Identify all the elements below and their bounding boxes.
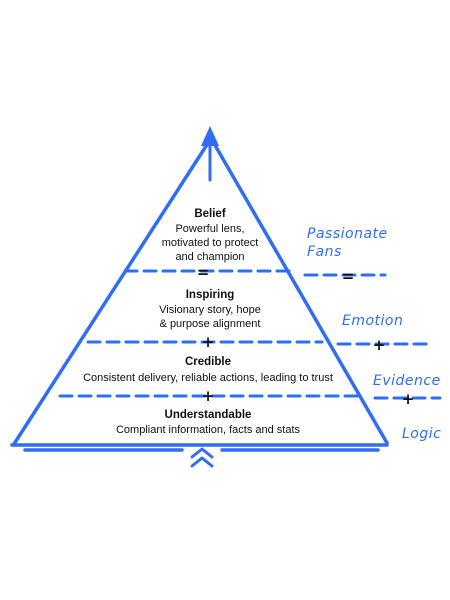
tier-belief: Belief Powerful lens, motivated to prote…: [162, 208, 259, 263]
tier-title: Credible: [185, 356, 231, 368]
side-label-evidence: Evidence: [373, 373, 441, 389]
plus-symbol-center-upper: +: [202, 333, 215, 351]
top-arrow-icon: [201, 126, 219, 182]
side-label-logic: Logic: [402, 426, 441, 442]
tier-description-line: motivated to protect: [162, 237, 259, 249]
side-labels: Passionate Fans Emotion Evidence Logic: [307, 226, 441, 442]
tier-description-line: and champion: [175, 251, 244, 263]
tier-description-line: Compliant information, facts and stats: [116, 424, 301, 436]
tier-description-line: & purpose alignment: [160, 318, 261, 330]
tier-description-line: Consistent delivery, reliable actions, l…: [83, 372, 333, 384]
plus-symbol-right-upper: +: [373, 336, 386, 354]
tier-title: Inspiring: [186, 289, 235, 301]
tier-separators: [58, 269, 442, 400]
tier-description-line: Visionary story, hope: [159, 304, 261, 316]
side-label-fans: Fans: [307, 244, 342, 260]
plus-symbol-right-lower: +: [402, 390, 415, 408]
side-label-passionate: Passionate: [307, 226, 388, 242]
tier-title: Belief: [194, 208, 225, 220]
tier-title: Understandable: [165, 409, 252, 421]
pyramid-outline: [10, 138, 389, 452]
tier-understandable: Understandable Compliant information, fa…: [116, 409, 301, 436]
plus-symbol-center-lower: +: [202, 387, 215, 405]
tier-credible: Credible Consistent delivery, reliable a…: [83, 356, 333, 384]
tier-inspiring: Inspiring Visionary story, hope & purpos…: [159, 289, 261, 330]
pyramid-right-edge: [210, 138, 389, 445]
tier-description-line: Powerful lens,: [175, 223, 244, 235]
equals-symbol-right: =: [342, 267, 355, 285]
equals-symbol-center: =: [197, 263, 210, 281]
side-label-emotion: Emotion: [342, 313, 403, 329]
pyramid-left-edge: [12, 138, 212, 446]
double-chevron-up-icon: [190, 447, 214, 468]
